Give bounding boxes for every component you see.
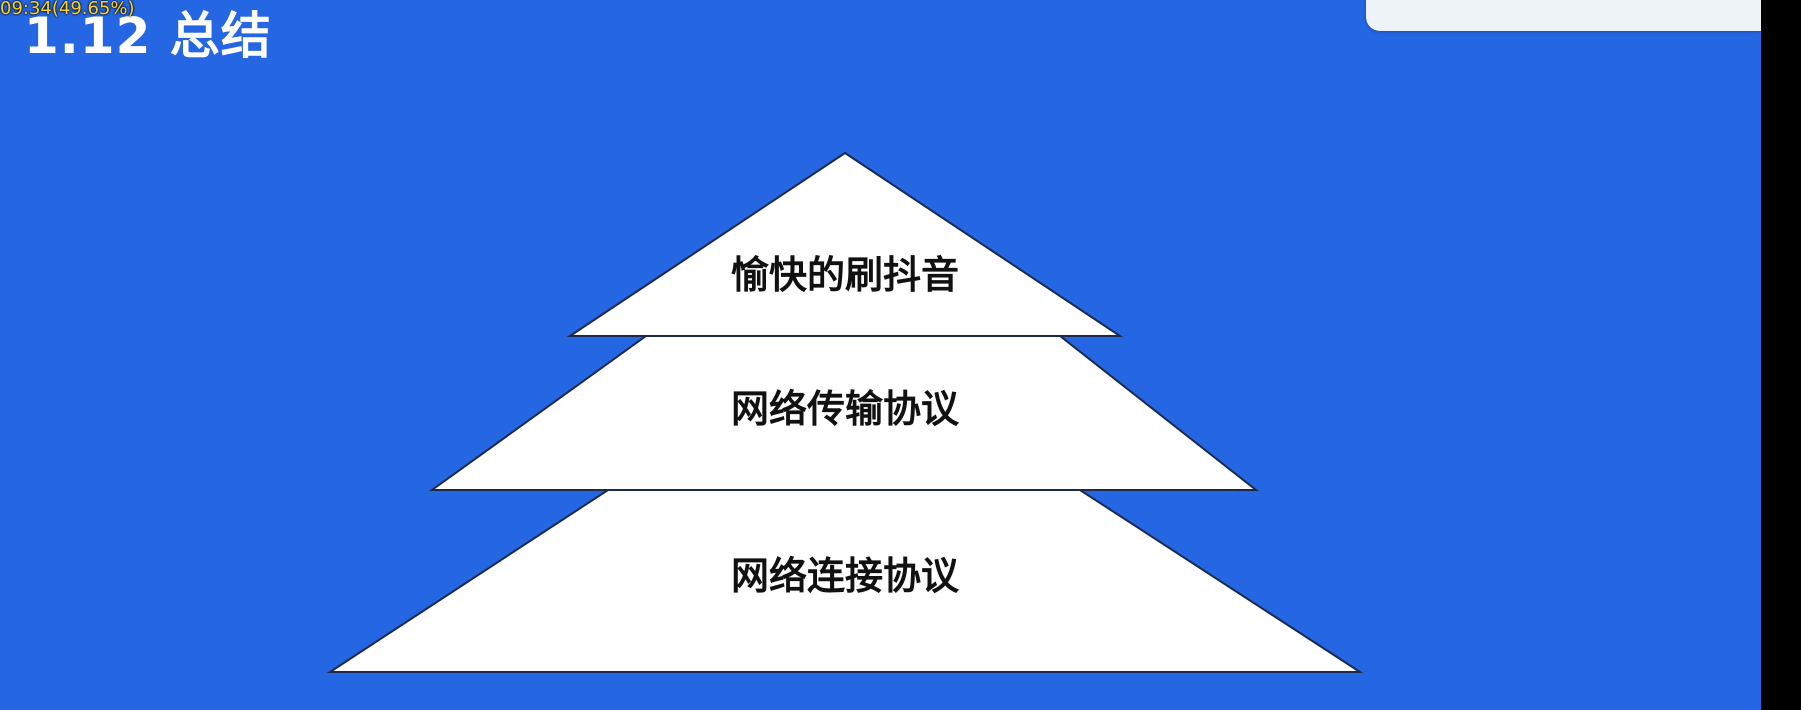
- slide-title: 1.12 总结: [24, 7, 272, 65]
- slide-canvas: 1.12 总结 愉快的刷抖音 网络传输协议 网络连接协议: [0, 0, 1761, 710]
- letterbox-bar: [1761, 0, 1801, 710]
- playback-timer: 09:34(49.65%): [0, 0, 135, 19]
- top-toolbar-pill[interactable]: [1366, 0, 1761, 31]
- pyramid-tier-bottom-label: 网络连接协议: [731, 554, 960, 598]
- pyramid-diagram: 愉快的刷抖音 网络传输协议 网络连接协议: [326, 151, 1364, 673]
- pyramid-tier-top-label: 愉快的刷抖音: [731, 253, 959, 297]
- pyramid-tier-middle-label: 网络传输协议: [731, 387, 960, 431]
- pyramid-tier-top: [566, 151, 1124, 337]
